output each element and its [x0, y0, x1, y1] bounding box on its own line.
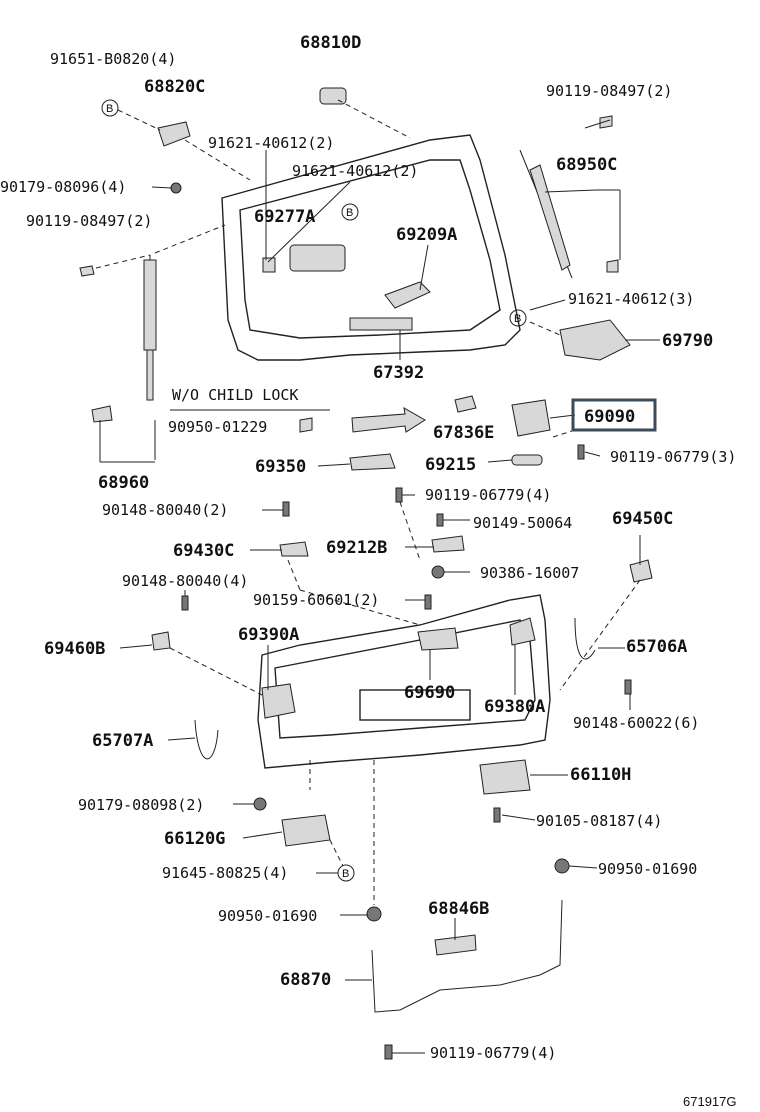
label-69460B[interactable]: 69460B	[44, 639, 105, 659]
label-90119-e[interactable]: 90119-06779(4)	[430, 1044, 556, 1062]
highlight-box-69090	[571, 398, 657, 432]
label-68870[interactable]: 68870	[280, 970, 331, 990]
label-90950-b[interactable]: 90950-01690	[598, 860, 697, 878]
label-90105[interactable]: 90105-08187(4)	[536, 812, 662, 830]
label-90179-b[interactable]: 90179-08098(2)	[78, 796, 204, 814]
label-90950-c[interactable]: 90950-01690	[218, 907, 317, 925]
label-67392[interactable]: 67392	[373, 363, 424, 383]
label-69215[interactable]: 69215	[425, 455, 476, 475]
label-90159[interactable]: 90159-60601(2)	[253, 591, 379, 609]
damper-right	[519, 149, 573, 279]
part-labels: 68810D 91651-B0820(4) 68820C 91621-40612…	[0, 33, 737, 1109]
label-91651[interactable]: 91651-B0820(4)	[50, 50, 176, 68]
label-69790[interactable]: 69790	[662, 331, 713, 351]
label-90148-c[interactable]: 90148-60022(6)	[573, 714, 699, 732]
label-90179-a[interactable]: 90179-08096(4)	[0, 178, 126, 196]
ref-b-1: B	[106, 103, 113, 115]
back-door-lower	[257, 594, 551, 769]
label-69690[interactable]: 69690	[404, 683, 455, 703]
ref-b-2: B	[346, 207, 353, 219]
label-91621-c[interactable]: 91621-40612(3)	[568, 290, 694, 308]
label-66110H[interactable]: 66110H	[570, 765, 631, 785]
label-90386[interactable]: 90386-16007	[480, 564, 579, 582]
direction-arrow	[351, 407, 426, 433]
label-68846B[interactable]: 68846B	[428, 899, 489, 919]
label-67836E[interactable]: 67836E	[433, 423, 494, 443]
label-90148-b[interactable]: 90148-80040(4)	[122, 572, 248, 590]
label-69209A[interactable]: 69209A	[396, 225, 457, 245]
label-91621-a[interactable]: 91621-40612(2)	[208, 134, 334, 152]
label-90119-d[interactable]: 90119-06779(4)	[425, 486, 551, 504]
label-90119-b[interactable]: 90119-08497(2)	[546, 82, 672, 100]
label-90148-a[interactable]: 90148-80040(2)	[102, 501, 228, 519]
label-68950C[interactable]: 68950C	[556, 155, 617, 175]
label-90119-c[interactable]: 90119-06779(3)	[610, 448, 736, 466]
label-69090[interactable]: 69090	[584, 407, 635, 427]
ref-b-4: B	[342, 868, 349, 880]
label-69450C[interactable]: 69450C	[612, 509, 673, 529]
ref-b-markers: B B B B	[101, 99, 527, 882]
label-90119-a[interactable]: 90119-08497(2)	[26, 212, 152, 230]
label-90149[interactable]: 90149-50064	[473, 514, 572, 532]
part-shapes	[79, 87, 653, 1060]
label-69350[interactable]: 69350	[255, 457, 306, 477]
label-91645[interactable]: 91645-80825(4)	[162, 864, 288, 882]
label-69380A[interactable]: 69380A	[484, 697, 545, 717]
label-66120G[interactable]: 66120G	[164, 829, 225, 849]
label-69277A[interactable]: 69277A	[254, 207, 315, 227]
label-68960[interactable]: 68960	[98, 473, 149, 493]
label-69430C[interactable]: 69430C	[173, 541, 234, 561]
label-90950-a[interactable]: 90950-01229	[168, 418, 267, 436]
label-wo-child-lock: W/O CHILD LOCK	[172, 386, 298, 404]
label-91621-b[interactable]: 91621-40612(2)	[292, 162, 418, 180]
label-68820C[interactable]: 68820C	[144, 77, 205, 97]
label-69212B[interactable]: 69212B	[326, 538, 387, 558]
ref-b-3: B	[514, 313, 521, 325]
label-65707A[interactable]: 65707A	[92, 731, 153, 751]
damper-left	[143, 255, 157, 401]
label-69390A[interactable]: 69390A	[238, 625, 299, 645]
label-68810D[interactable]: 68810D	[300, 33, 361, 53]
leader-lines	[95, 99, 660, 1054]
label-65706A[interactable]: 65706A	[626, 637, 687, 657]
back-door-upper	[221, 134, 521, 361]
diagram-id: 671917G	[683, 1094, 737, 1109]
